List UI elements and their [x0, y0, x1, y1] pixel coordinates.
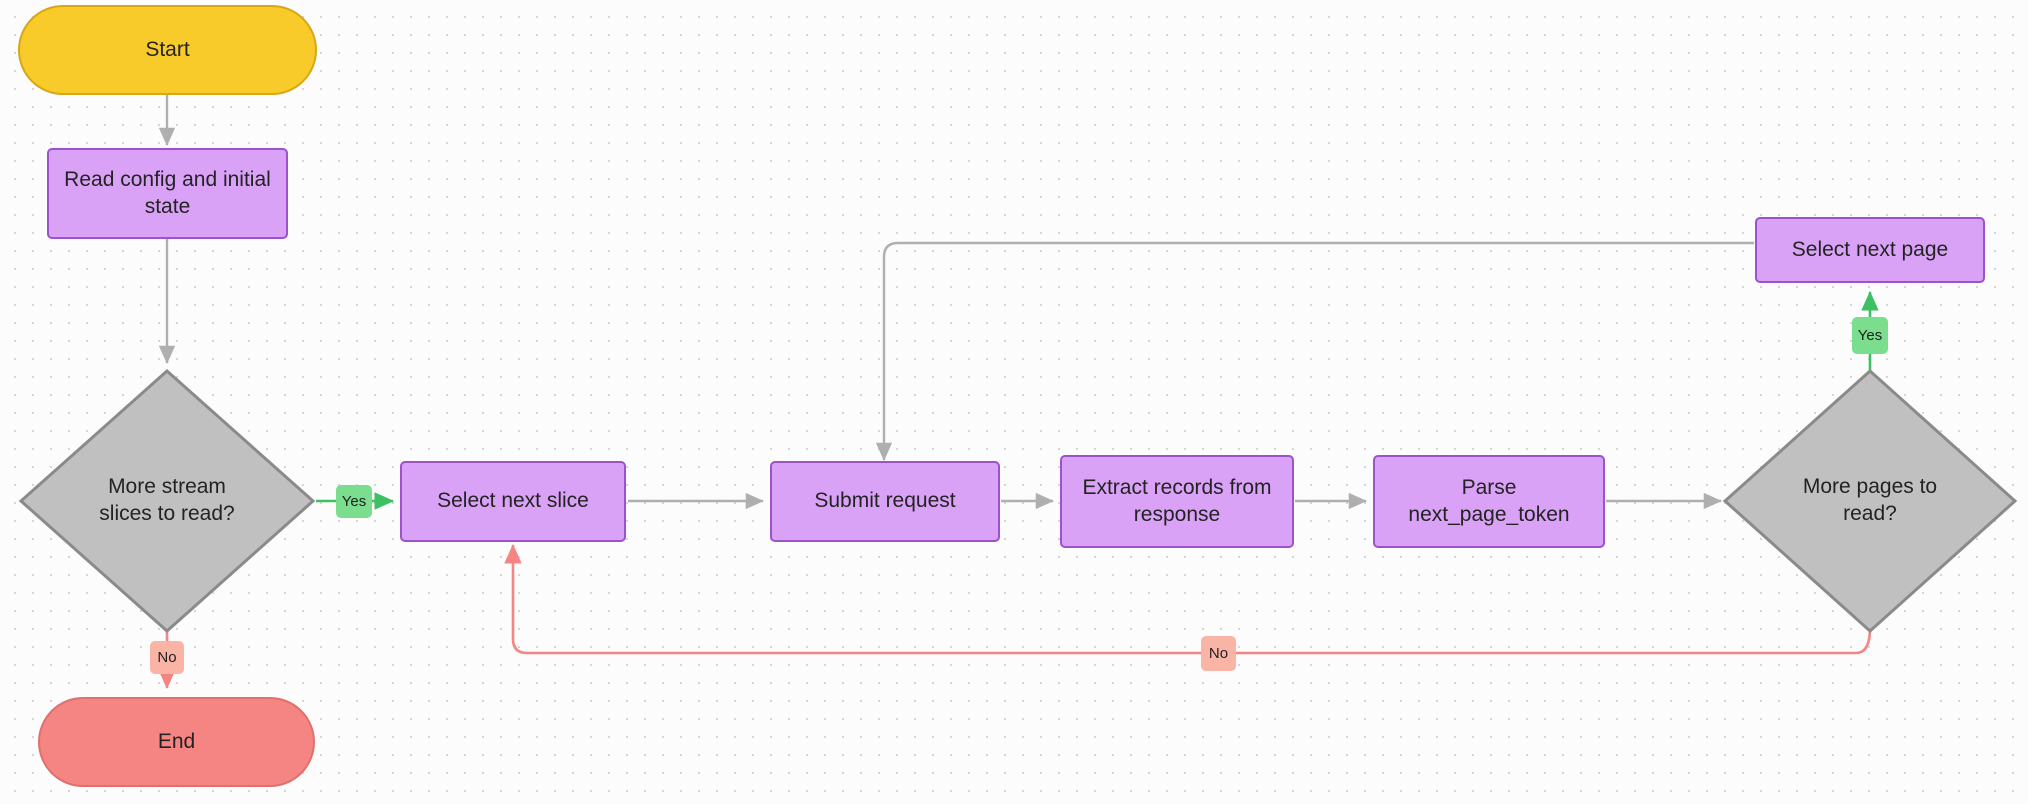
- node-end[interactable]: End: [38, 697, 315, 787]
- node-more-stream-slices-line2: slices to read?: [99, 502, 235, 525]
- node-parse-token-line1: Parse: [1461, 475, 1517, 499]
- node-select-next-page[interactable]: Select next page: [1755, 217, 1985, 283]
- node-read-config[interactable]: Read config and initial state: [47, 148, 288, 239]
- edge-label-slices-yes: Yes: [336, 485, 372, 518]
- edge-label-pages-yes-text: Yes: [1857, 327, 1883, 344]
- node-extract-records[interactable]: Extract records from response: [1060, 455, 1294, 548]
- node-extract-records-line2: response: [1133, 502, 1221, 526]
- edge-label-pages-yes: Yes: [1852, 317, 1888, 354]
- edge-label-slices-no-text: No: [157, 649, 177, 666]
- edge-label-pages-no: No: [1201, 636, 1236, 671]
- node-read-config-line2: state: [144, 194, 191, 218]
- node-submit-request-label: Submit request: [814, 489, 956, 513]
- edge-label-pages-no-text: No: [1208, 645, 1229, 662]
- node-more-stream-slices[interactable]: More stream slices to read?: [18, 368, 316, 634]
- edge-select-page-to-submit-request: [875, 241, 1754, 461]
- node-extract-records-line1: Extract records from: [1082, 475, 1272, 499]
- node-end-label: End: [157, 729, 196, 753]
- node-more-stream-slices-label: More stream slices to read?: [60, 474, 275, 528]
- edge-label-slices-yes-text: Yes: [341, 493, 367, 510]
- node-more-pages[interactable]: More pages to read?: [1722, 368, 2018, 634]
- node-more-pages-line1: More pages to: [1802, 475, 1938, 499]
- node-select-next-page-label: Select next page: [1791, 237, 1949, 261]
- node-select-next-slice-label: Select next slice: [437, 489, 589, 513]
- node-read-config-line1: Read config and initial: [64, 167, 271, 191]
- node-parse-next-page-token[interactable]: Parse next_page_token: [1373, 455, 1605, 548]
- node-parse-token-line2: next_page_token: [1408, 502, 1570, 526]
- node-more-pages-label: More pages to read?: [1763, 474, 1976, 528]
- node-parse-next-page-token-label: Parse next_page_token: [1408, 475, 1569, 529]
- node-start-label: Start: [145, 37, 190, 61]
- node-more-stream-slices-line1: More stream: [108, 475, 226, 499]
- node-select-next-slice[interactable]: Select next slice: [400, 461, 626, 542]
- node-more-pages-line2: read?: [1843, 502, 1897, 525]
- edge-label-slices-no: No: [150, 641, 184, 674]
- edge-more-pages-no-to-select-slice: [504, 543, 1872, 655]
- node-start[interactable]: Start: [18, 5, 317, 95]
- node-extract-records-label: Extract records from response: [1082, 475, 1271, 529]
- node-read-config-label: Read config and initial state: [64, 167, 271, 221]
- node-submit-request[interactable]: Submit request: [770, 461, 1000, 542]
